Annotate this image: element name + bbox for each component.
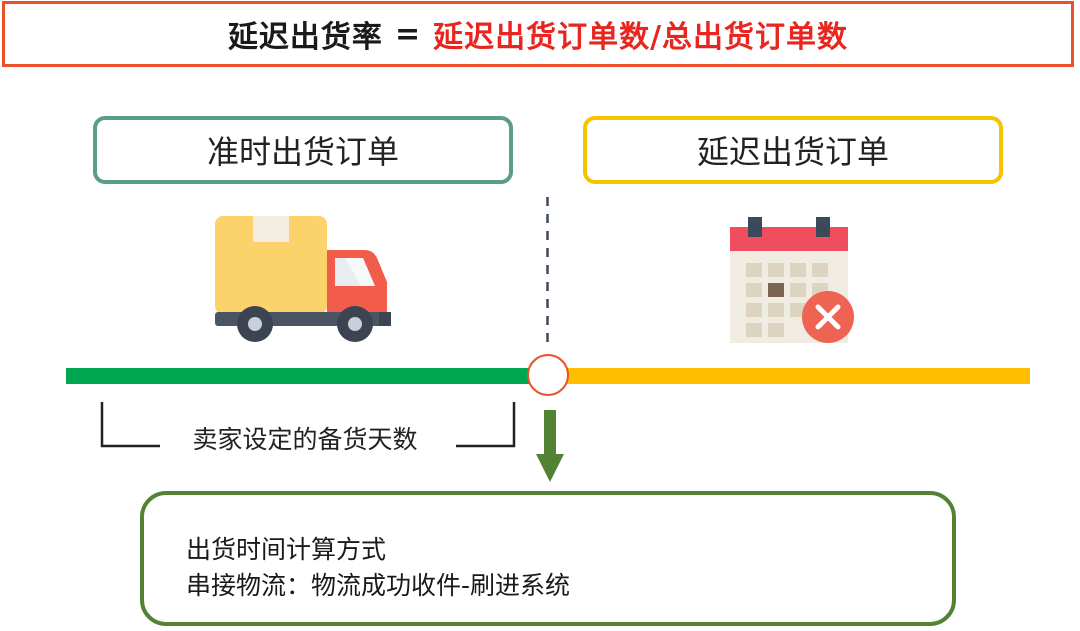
prep-days-label: 卖家设定的备货天数 <box>160 420 450 456</box>
timeline-divider <box>546 197 549 345</box>
calculation-method-detail: 串接物流：物流成功收件-刷进系统 <box>186 571 571 600</box>
arrow-down-icon <box>536 410 564 482</box>
calendar-cancel-icon <box>730 217 854 343</box>
delivery-truck-icon <box>215 216 391 342</box>
formula-lhs: 延迟出货率 <box>227 20 383 55</box>
ontime-orders-label: 准时出货订单 <box>93 116 513 184</box>
formula-banner: 延迟出货率 = 延迟出货订单数/总出货订单数 <box>2 1 1074 67</box>
calculation-method-box <box>140 491 956 626</box>
ontime-timeline-bar <box>66 368 536 384</box>
deadline-milestone <box>527 354 569 396</box>
delayed-timeline-bar <box>556 368 1030 384</box>
calculation-method-title: 出货时间计算方式 <box>186 535 387 564</box>
formula-rhs: 延迟出货订单数/总出货订单数 <box>433 20 849 55</box>
delayed-orders-label: 延迟出货订单 <box>583 116 1003 184</box>
prep-days-bracket <box>100 402 516 448</box>
formula-equals: = <box>394 16 422 52</box>
